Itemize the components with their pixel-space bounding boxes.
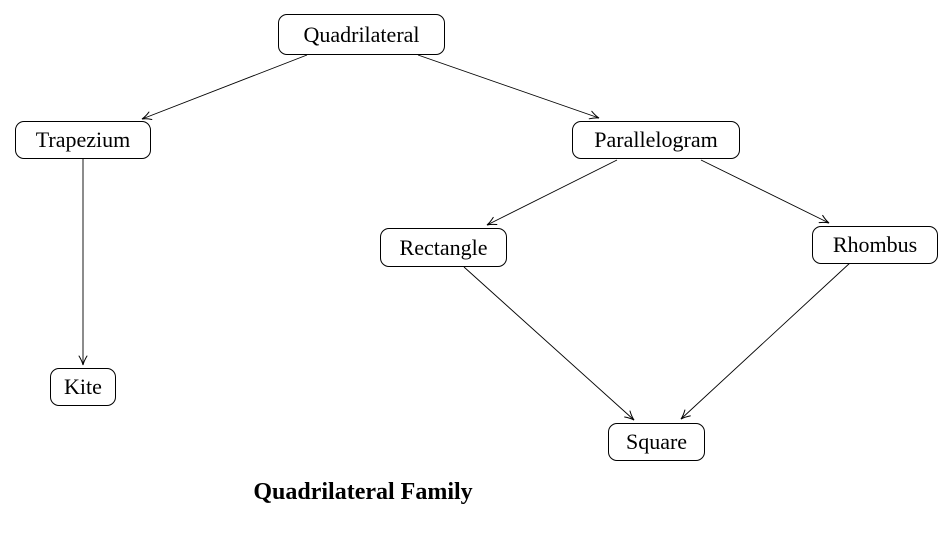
- node-trapezium: Trapezium: [15, 121, 151, 159]
- node-rhombus-label: Rhombus: [832, 232, 918, 257]
- node-square: Square: [608, 423, 705, 461]
- node-trapezium-label: Trapezium: [35, 127, 131, 152]
- edge-quadrilateral-trapezium: [141, 54, 308, 120]
- edge-rectangle-square: [463, 266, 635, 421]
- edge-rhombus-square: [680, 261, 852, 420]
- node-rectangle: Rectangle: [380, 228, 507, 267]
- node-kite: Kite: [50, 368, 116, 406]
- node-quadrilateral-label: Quadrilateral: [303, 21, 420, 47]
- node-parallelogram: Parallelogram: [572, 121, 740, 159]
- node-square-label: Square: [625, 429, 688, 454]
- diagram-caption: Quadrilateral Family: [253, 479, 473, 505]
- node-rectangle-label: Rectangle: [399, 234, 488, 260]
- node-quadrilateral: Quadrilateral: [278, 14, 445, 55]
- node-parallelogram-label: Parallelogram: [594, 127, 718, 152]
- edge-parallelogram-rhombus: [700, 159, 830, 224]
- edge-quadrilateral-parallelogram: [417, 54, 600, 120]
- node-rhombus: Rhombus: [812, 226, 938, 264]
- edge-parallelogram-rectangle: [486, 159, 618, 226]
- node-kite-label: Kite: [64, 374, 102, 399]
